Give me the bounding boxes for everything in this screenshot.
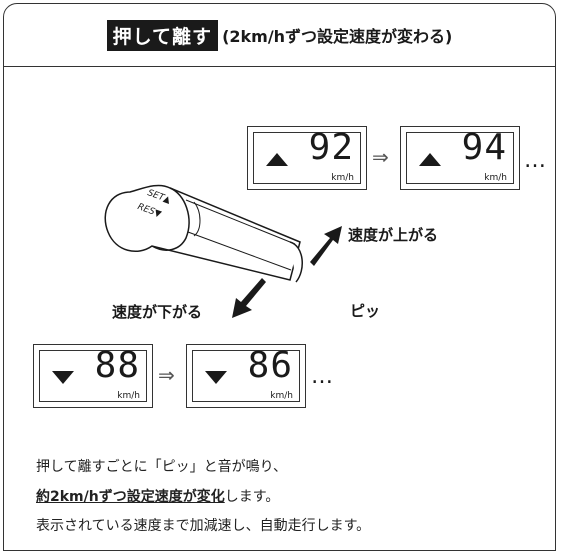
- title-subtitle: (2km/hずつ設定速度が変わる): [222, 27, 453, 46]
- speed-value: 86: [247, 345, 293, 386]
- speed-display-up-1: 92 km/h: [247, 126, 367, 190]
- speed-unit: km/h: [270, 391, 293, 401]
- description-emphasis: 約2km/hずつ設定速度が変化: [36, 489, 225, 505]
- speed-value: 88: [94, 345, 140, 386]
- speed-display-down-2: 86 km/h: [186, 344, 306, 408]
- speed-unit: km/h: [331, 173, 354, 183]
- beep-sound-label: ピッ: [350, 302, 381, 320]
- arrow-right-icon: ⇒: [372, 145, 389, 169]
- speed-up-label: 速度が上がる: [348, 226, 439, 244]
- speed-unit: km/h: [117, 391, 140, 401]
- speed-display-up-2: 94 km/h: [400, 126, 520, 190]
- description-line-2-rest: します。: [224, 489, 280, 505]
- instruction-panel: 押して離す (2km/hずつ設定速度が変わる): [3, 3, 556, 551]
- arrow-right-icon: ⇒: [158, 363, 175, 387]
- speed-value: 92: [308, 127, 354, 168]
- panel-header: 押して離す (2km/hずつ設定速度が変わる): [4, 4, 555, 67]
- description-line-1: 押して離すごとに「ピッ」と音が鳴り、: [36, 459, 288, 475]
- speed-unit: km/h: [484, 173, 507, 183]
- down-triangle-icon: [205, 371, 227, 384]
- title-highlight: 押して離す: [106, 19, 219, 51]
- description-line-2: 約2km/hずつ設定速度が変化します。: [36, 486, 279, 506]
- up-triangle-icon: [266, 153, 288, 166]
- speed-down-label: 速度が下がる: [112, 303, 203, 321]
- continue-marker: …: [524, 148, 547, 173]
- speed-display-down-1: 88 km/h: [33, 344, 153, 408]
- up-triangle-icon: [419, 153, 441, 166]
- speed-value: 94: [461, 127, 507, 168]
- continue-marker: …: [311, 364, 334, 389]
- down-triangle-icon: [52, 371, 74, 384]
- arrow-up-icon: [310, 226, 342, 266]
- description-line-3: 表示されている速度まで加減速し、自動走行します。: [36, 518, 371, 534]
- cruise-lever-illustration: [104, 184, 303, 283]
- arrow-down-icon: [232, 278, 266, 318]
